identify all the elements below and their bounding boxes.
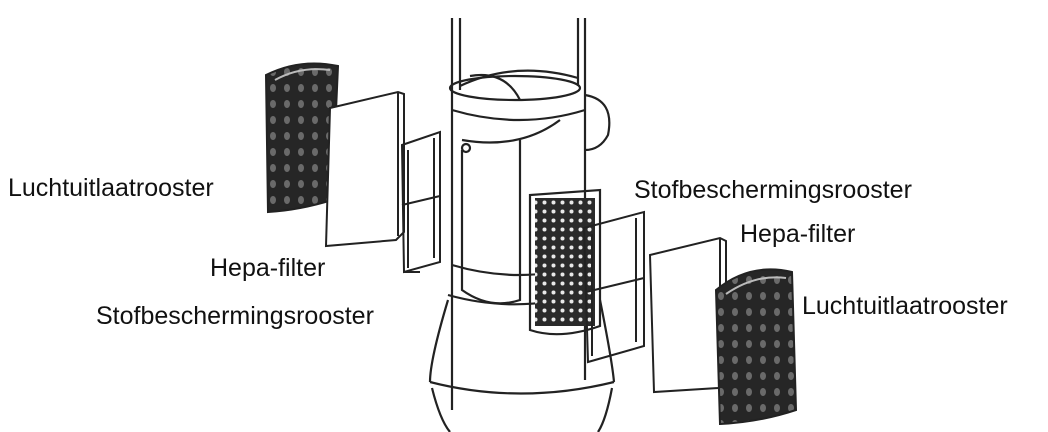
left-hepa-filter-part (324, 90, 405, 248)
label-left-outlet-grille: Luchtuitlaatrooster (8, 174, 214, 202)
left-dust-screen-part (400, 130, 441, 274)
left-outlet-grille-part (264, 62, 340, 214)
label-right-outlet-grille: Luchtuitlaatrooster (802, 292, 1008, 320)
label-right-dust-screen: Stofbeschermingsrooster (634, 176, 912, 204)
right-dust-screen-part (582, 210, 645, 364)
label-left-hepa-filter: Hepa-filter (210, 254, 326, 282)
right-hepa-filter-part (648, 236, 727, 394)
label-left-dust-screen: Stofbeschermingsrooster (96, 302, 374, 330)
right-outlet-grille-part (714, 268, 798, 426)
purifier-tower (428, 18, 616, 432)
label-right-hepa-filter: Hepa-filter (740, 220, 856, 248)
